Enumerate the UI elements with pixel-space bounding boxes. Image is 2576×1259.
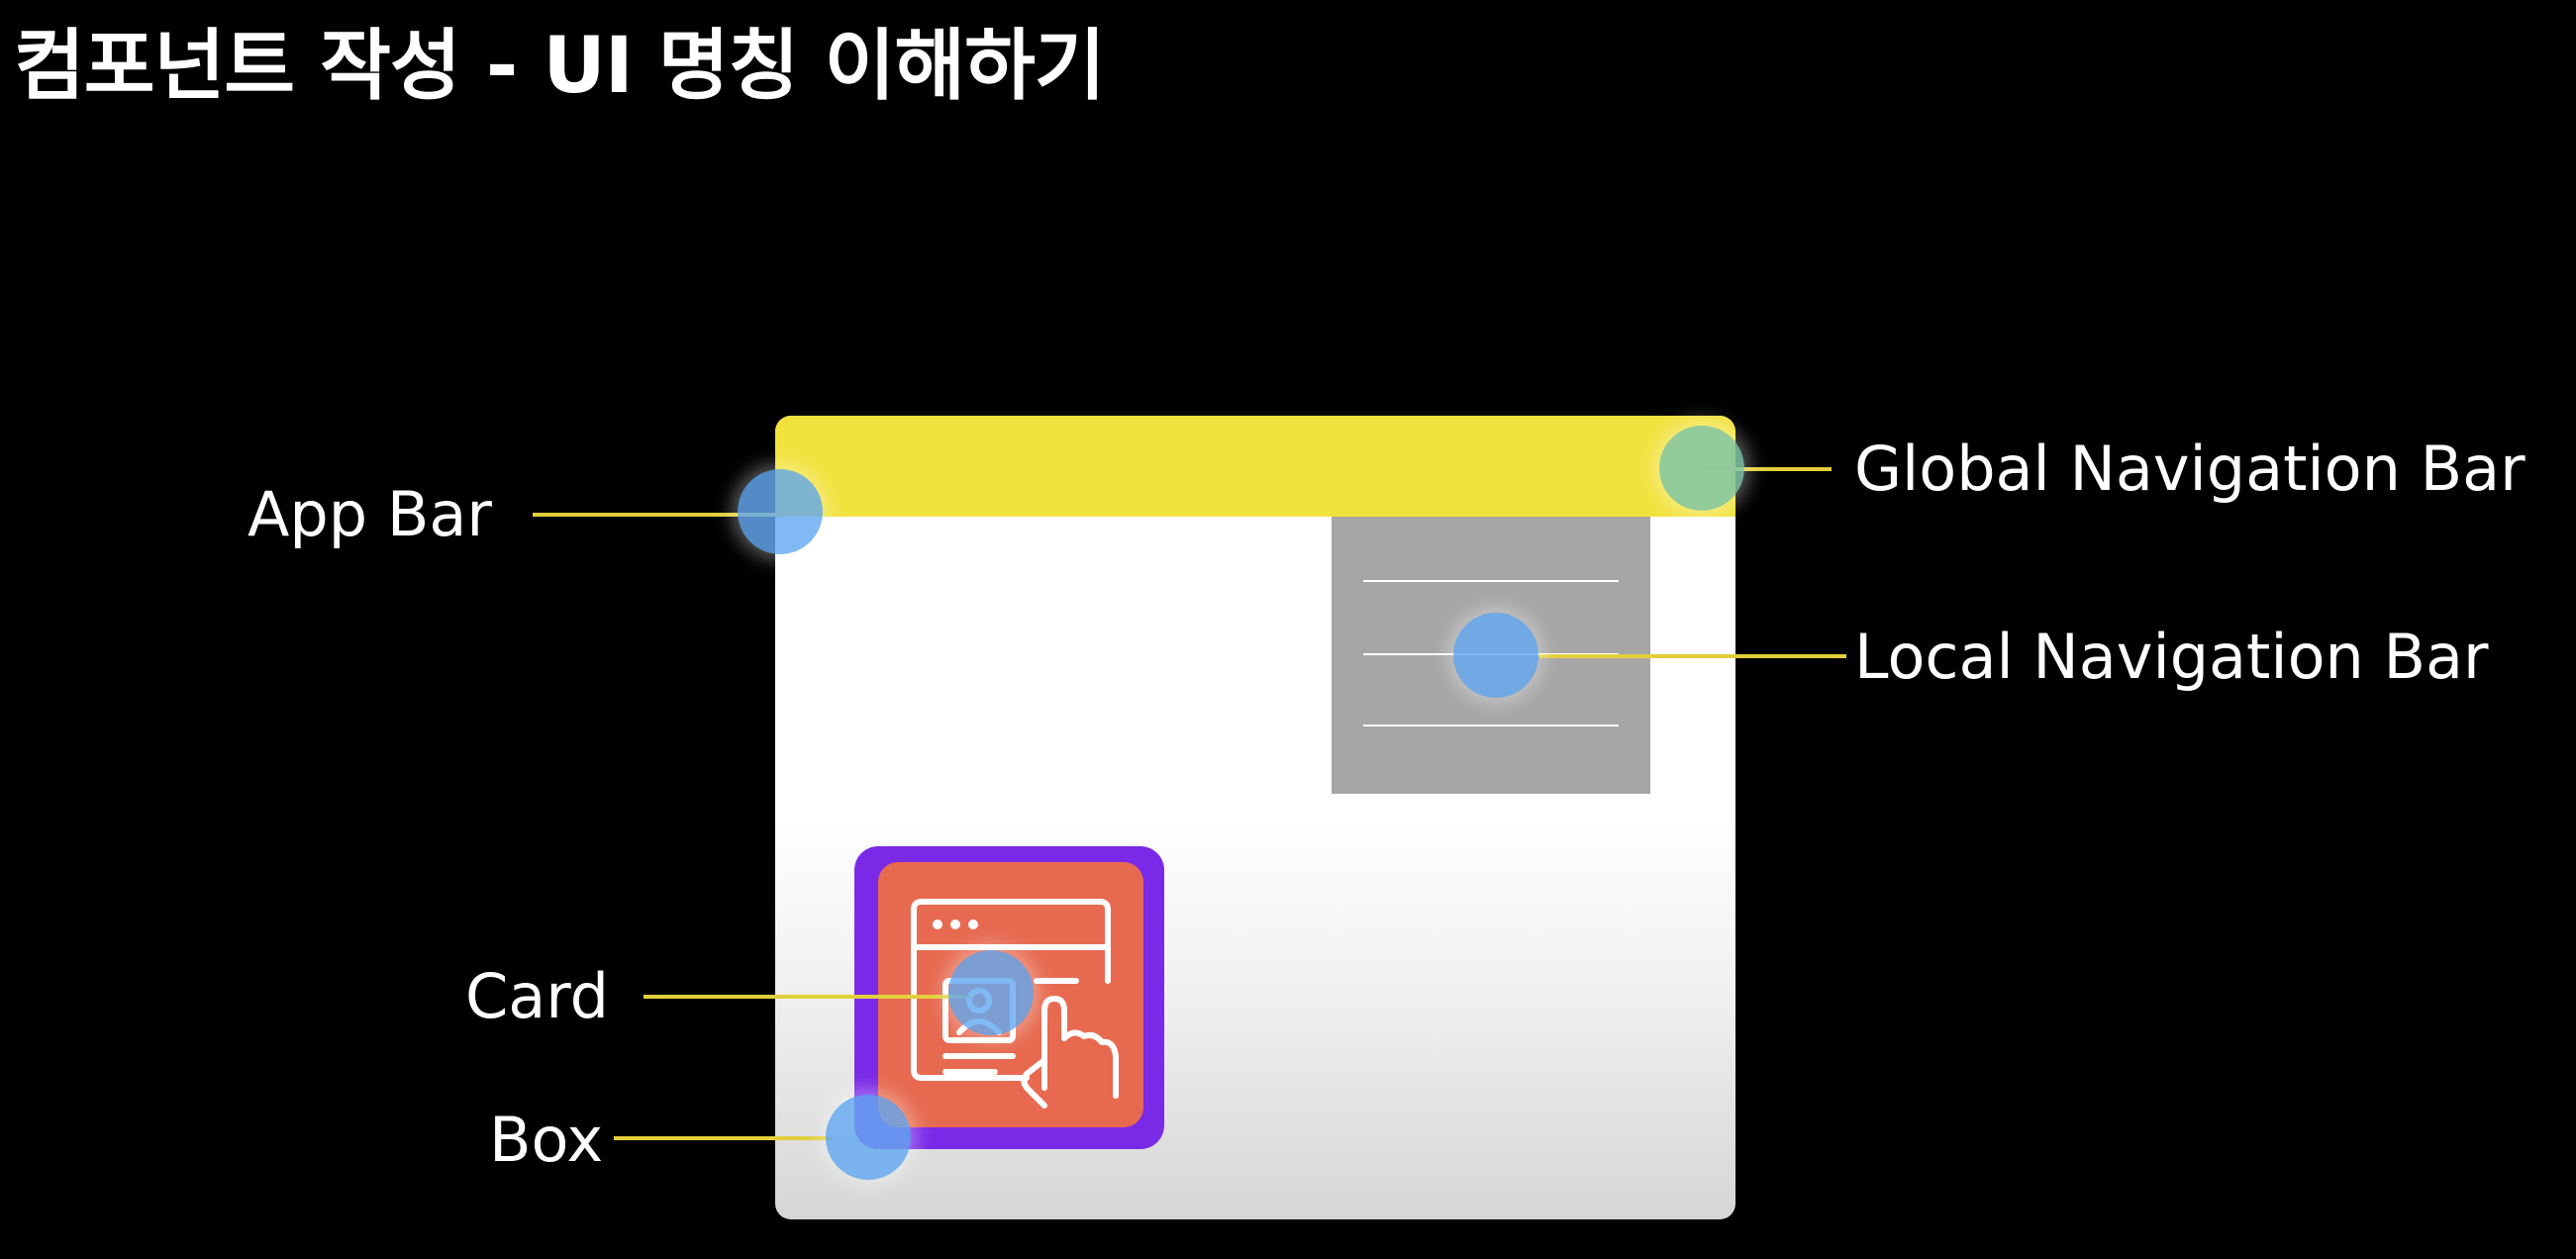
app-bar	[775, 416, 1735, 517]
connector-app-bar	[533, 513, 780, 517]
ui-mockup-window	[775, 416, 1735, 1219]
page-title: 컴포넌트 작성 - UI 명칭 이해하기	[14, 22, 1106, 111]
label-global-nav: Global Navigation Bar	[1854, 433, 2526, 505]
marker-local-nav	[1453, 613, 1538, 698]
lnb-line	[1363, 580, 1619, 582]
marker-app-bar	[738, 469, 823, 554]
label-card: Card	[465, 960, 610, 1032]
label-app-bar: App Bar	[248, 478, 492, 550]
label-local-nav: Local Navigation Bar	[1854, 621, 2489, 693]
connector-box	[614, 1136, 832, 1140]
label-box: Box	[489, 1104, 604, 1176]
connector-local-nav	[1539, 654, 1846, 658]
connector-card	[644, 995, 970, 999]
lnb-line	[1363, 725, 1619, 726]
marker-card	[948, 950, 1034, 1035]
marker-box	[826, 1095, 911, 1180]
connector-global-nav	[1703, 467, 1832, 471]
marker-global-nav	[1659, 426, 1744, 511]
